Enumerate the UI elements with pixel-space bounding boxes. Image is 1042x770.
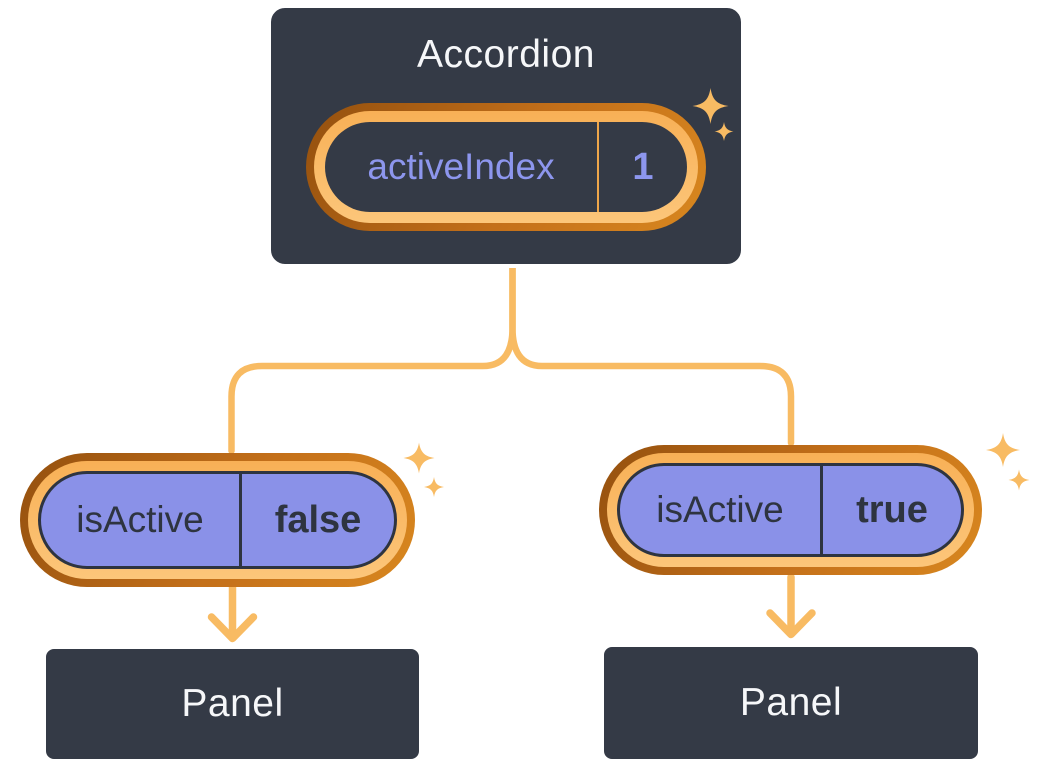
component-node-panel-left: Panel [42,645,423,763]
pill-divider [820,466,823,554]
component-title: Panel [181,682,284,725]
down-arrow-left-icon [207,583,258,643]
tree-branch-left [228,264,516,455]
state-pill: activeIndex 1 [306,103,706,231]
state-value: 1 [632,145,654,188]
state-pill-body: activeIndex 1 [325,122,687,212]
component-node-accordion: Accordion activeIndex 1 [267,4,745,268]
component-title: Accordion [417,33,595,76]
prop-name: isActive [656,489,784,530]
pill-divider [597,122,599,212]
tree-branch-right [509,264,795,447]
prop-pill-ring: isActive false [28,461,407,579]
down-arrow-right-icon [766,573,816,639]
prop-pill-body: isActive true [617,463,964,557]
state-name: activeIndex [367,146,555,187]
prop-pill-right: isActive true [599,445,982,575]
sparkle-icon [986,433,1020,467]
prop-value: false [274,498,362,541]
pill-divider [239,474,242,566]
sparkle-icon [1008,469,1030,491]
state-pill-ring: activeIndex 1 [314,111,698,223]
component-title: Panel [739,681,843,724]
prop-name: isActive [76,499,204,540]
sparkle-icon [403,442,435,474]
prop-pill-body: isActive false [38,471,397,569]
prop-value: true [856,488,928,531]
component-node-panel-right: Panel [600,643,982,763]
prop-pill-left: isActive false [20,453,415,587]
sparkle-icon [424,477,444,497]
prop-pill-ring: isActive true [607,453,974,567]
